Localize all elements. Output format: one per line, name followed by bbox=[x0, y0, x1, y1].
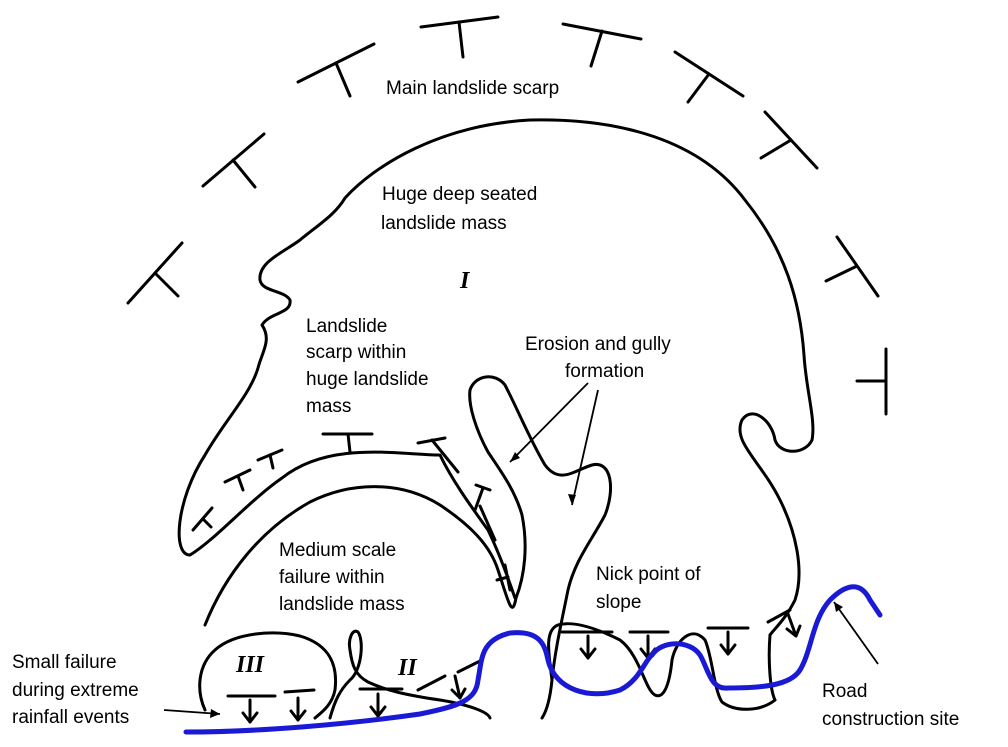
right-lobe-lower-outline bbox=[769, 635, 775, 700]
main-scarp-hachures bbox=[128, 17, 886, 414]
inner-scarp-tick bbox=[475, 485, 490, 510]
zone-label-1: I bbox=[459, 268, 471, 294]
label-medium-3: landslide mass bbox=[279, 594, 405, 615]
scarp-tick bbox=[857, 349, 886, 414]
scarp-tick bbox=[298, 44, 374, 96]
label-medium-2: failure within bbox=[279, 567, 385, 588]
inner-scarp-tick bbox=[258, 450, 282, 468]
label-road-1: Road bbox=[822, 681, 867, 702]
inner-scarp-tick bbox=[323, 434, 372, 452]
label-scarp-within-1: Landslide bbox=[306, 316, 387, 337]
down-arrow bbox=[721, 632, 735, 654]
scarp-tick bbox=[203, 134, 264, 187]
small-failure-ticks bbox=[228, 610, 790, 696]
scarp-tick bbox=[128, 243, 182, 303]
scarp-tick bbox=[826, 237, 878, 296]
down-arrow bbox=[291, 698, 305, 720]
erosion-arrow-2 bbox=[568, 390, 598, 505]
down-arrow bbox=[787, 614, 800, 636]
scarp-tick bbox=[563, 24, 641, 66]
label-huge-mass-1: Huge deep seated bbox=[382, 184, 537, 205]
label-nick-2: slope bbox=[596, 592, 641, 613]
label-erosion-2: formation bbox=[565, 361, 644, 382]
zone-label-2: II bbox=[397, 655, 418, 681]
label-road-2: construction site bbox=[822, 709, 959, 730]
nick-lobe-outline bbox=[549, 624, 775, 710]
label-scarp-within-2: scarp within bbox=[306, 342, 406, 363]
down-arrow bbox=[371, 694, 385, 716]
label-main-scarp: Main landslide scarp bbox=[386, 78, 559, 99]
scarp-tick bbox=[761, 112, 817, 168]
label-medium-1: Medium scale bbox=[279, 540, 396, 561]
scarp-tick bbox=[675, 52, 743, 102]
inner-scarp-tick bbox=[193, 508, 212, 530]
zone-label-3: III bbox=[235, 652, 266, 678]
down-arrow bbox=[581, 636, 595, 658]
label-scarp-within-3: huge landslide bbox=[306, 369, 429, 390]
label-nick-1: Nick point of bbox=[596, 564, 701, 585]
road-arrow bbox=[834, 602, 878, 664]
small-failure-arrow bbox=[164, 709, 220, 718]
label-huge-mass-2: landslide mass bbox=[381, 213, 507, 234]
scarp-tick bbox=[421, 17, 498, 57]
down-arrow bbox=[452, 676, 465, 698]
label-small-1: Small failure bbox=[12, 652, 117, 673]
inner-scarp-tick bbox=[225, 470, 250, 490]
label-scarp-within-4: mass bbox=[306, 396, 351, 417]
small-failure-outline bbox=[200, 633, 336, 718]
label-erosion-1: Erosion and gully bbox=[525, 334, 671, 355]
label-small-3: rainfall events bbox=[12, 707, 129, 728]
down-arrow bbox=[243, 700, 257, 722]
label-small-2: during extreme bbox=[12, 680, 139, 701]
